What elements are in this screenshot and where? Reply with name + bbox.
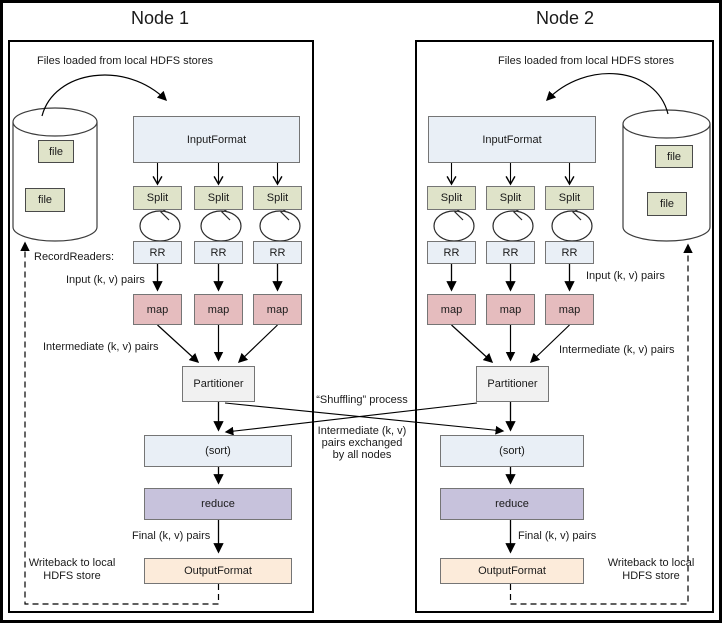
reduce-box-node1: reduce xyxy=(144,488,292,520)
hdfs-cylinder-node2 xyxy=(622,109,711,242)
rr-box: RR xyxy=(545,241,594,264)
partitioner-box-node2: Partitioner xyxy=(476,366,549,402)
rr-box: RR xyxy=(427,241,476,264)
split-box: Split xyxy=(545,186,594,210)
files-loaded-label-node1: Files loaded from local HDFS stores xyxy=(37,55,214,67)
map-box: map xyxy=(194,294,243,325)
load-curve-arrow-node2 xyxy=(545,73,669,115)
load-curve-arrow-node1 xyxy=(41,74,168,117)
input-pairs-label-node2: Input (k, v) pairs xyxy=(586,270,665,282)
writeback-label-node1: Writeback to local HDFS store xyxy=(28,557,116,582)
split-box: Split xyxy=(427,186,476,210)
shuffle-line-node1-to-node2 xyxy=(224,402,505,435)
exchange-label-line1: Intermediate (k, v) xyxy=(317,425,407,437)
file-box: file xyxy=(647,192,687,216)
final-pairs-label-node1: Final (k, v) pairs xyxy=(132,530,211,542)
files-loaded-label-node2: Files loaded from local HDFS stores xyxy=(498,55,675,67)
inputformat-box-node1: InputFormat xyxy=(133,116,300,163)
final-pairs-label-node2: Final (k, v) pairs xyxy=(518,530,597,542)
rr-to-map-arrows xyxy=(152,264,575,292)
intermediate-pairs-label-node1: Intermediate (k, v) pairs xyxy=(43,341,159,353)
exchange-label-line2: pairs exchanged xyxy=(321,437,403,449)
writeback-dashed-path-node2 xyxy=(509,243,693,605)
split-box: Split xyxy=(194,186,243,210)
map-box: map xyxy=(427,294,476,325)
split-box: Split xyxy=(486,186,535,210)
split-loop-icons xyxy=(139,206,593,242)
outputformat-box-node2: OutputFormat xyxy=(440,558,584,584)
node2-title: Node 2 xyxy=(535,8,595,28)
rr-box: RR xyxy=(133,241,182,264)
outputformat-box-node1: OutputFormat xyxy=(144,558,292,584)
sort-box-node1: (sort) xyxy=(144,435,292,467)
file-box: file xyxy=(655,145,693,168)
recordreaders-label: RecordReaders: xyxy=(34,251,115,263)
node1-title: Node 1 xyxy=(130,8,190,28)
pipeline-arrows xyxy=(213,402,516,554)
map-box: map xyxy=(253,294,302,325)
shuffling-process-label: “Shuffling” process xyxy=(316,394,408,406)
rr-box: RR xyxy=(253,241,302,264)
inputformat-to-split-arrows-node1 xyxy=(152,163,283,186)
file-box: file xyxy=(25,188,65,212)
map-box: map xyxy=(486,294,535,325)
writeback-label-node2: Writeback to local HDFS store xyxy=(607,557,695,582)
writeback-dashed-path-node1 xyxy=(20,241,220,605)
shuffle-line-node2-to-node1 xyxy=(224,402,478,436)
inputformat-box-node2: InputFormat xyxy=(428,116,596,163)
inputformat-to-split-arrows-node2 xyxy=(446,163,575,186)
intermediate-pairs-label-node2: Intermediate (k, v) pairs xyxy=(559,344,675,356)
reduce-box-node2: reduce xyxy=(440,488,584,520)
sort-box-node2: (sort) xyxy=(440,435,584,467)
exchange-label-line3: by all nodes xyxy=(332,449,392,461)
hdfs-cylinder-node1 xyxy=(12,107,98,242)
map-box: map xyxy=(545,294,594,325)
partitioner-box-node1: Partitioner xyxy=(182,366,255,402)
split-box: Split xyxy=(253,186,302,210)
file-box: file xyxy=(38,140,74,163)
rr-box: RR xyxy=(194,241,243,264)
split-box: Split xyxy=(133,186,182,210)
input-pairs-label-node1: Input (k, v) pairs xyxy=(66,274,145,286)
map-to-partitioner-arrows xyxy=(157,324,570,363)
rr-box: RR xyxy=(486,241,535,264)
map-box: map xyxy=(133,294,182,325)
